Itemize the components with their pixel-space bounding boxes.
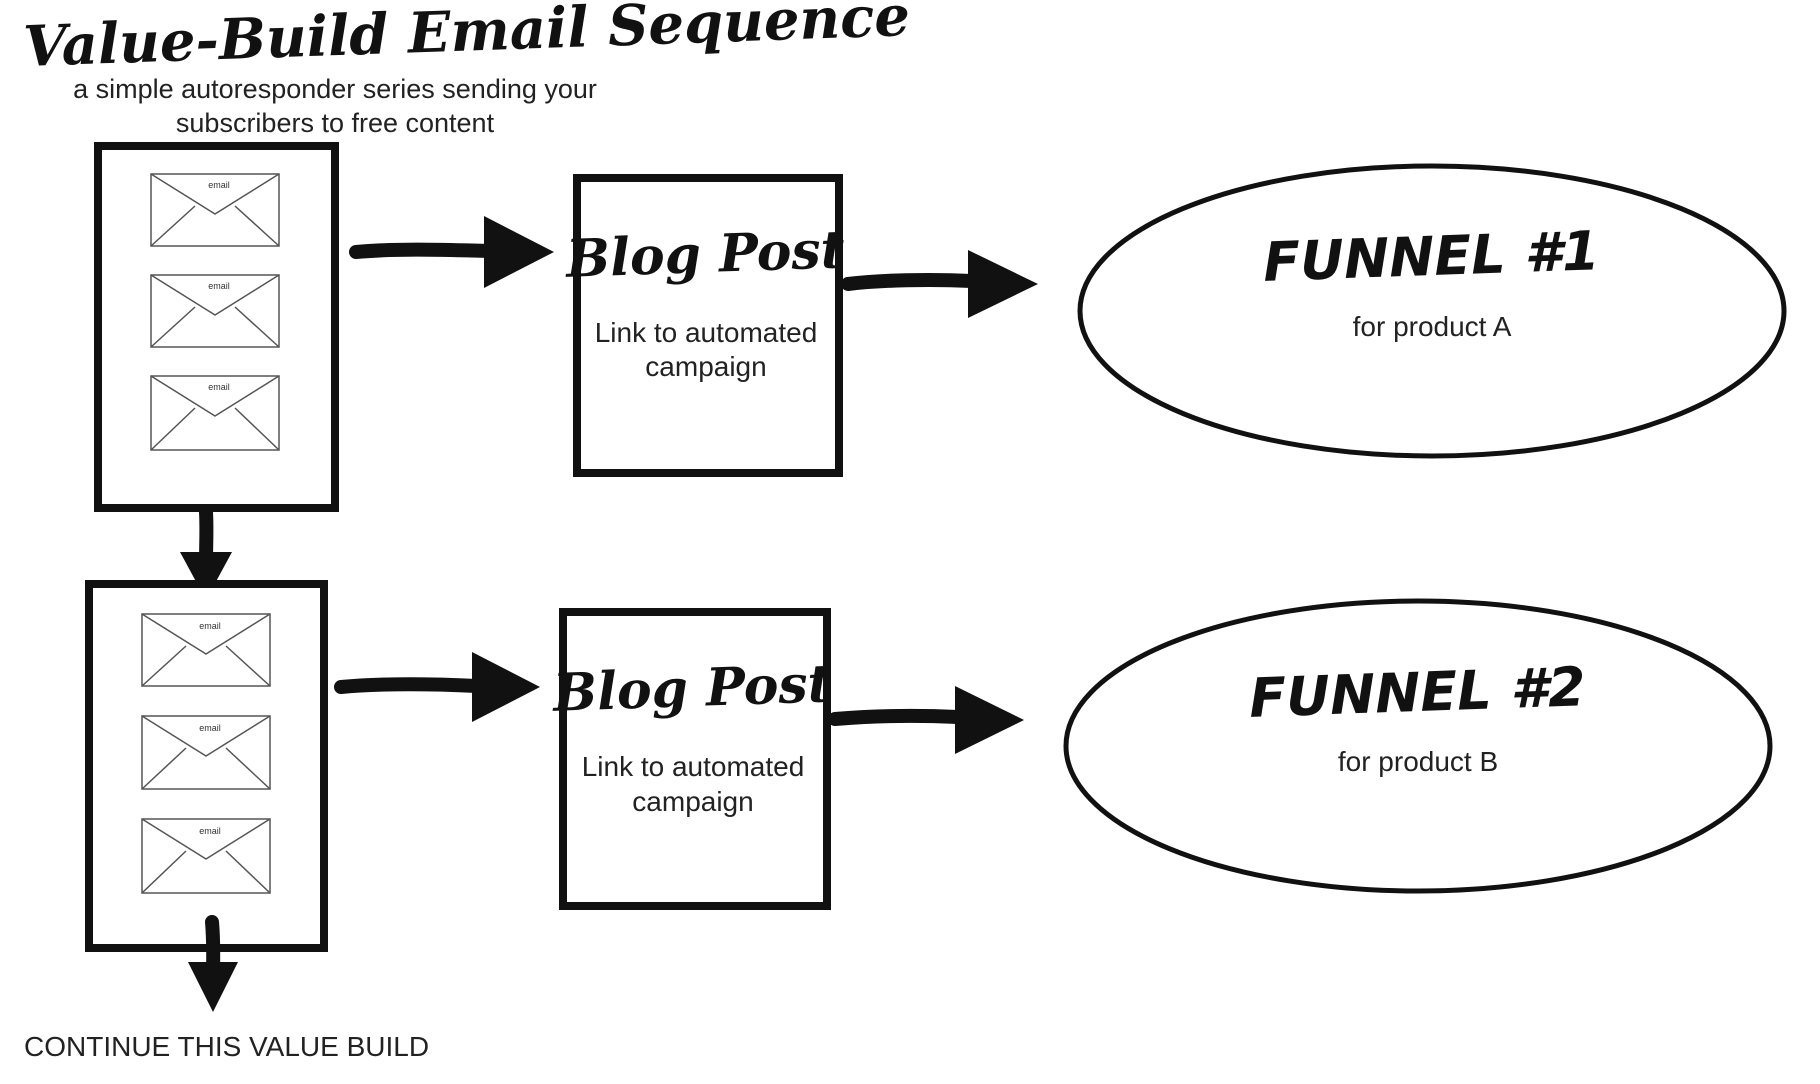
blog-post-text-line-1: Link to automated (595, 317, 818, 348)
blog-post-text-line-2: campaign (632, 786, 753, 817)
envelope-icon: email (141, 818, 271, 894)
page-subtitle-line-1: a simple autoresponder series sending yo… (73, 74, 597, 104)
email-label: email (199, 723, 221, 733)
funnel-2-subtitle: for product B (1338, 746, 1498, 777)
page-title: Value-Build Email Sequence (22, 0, 911, 80)
email-sequence-box-1: email email email (94, 142, 339, 512)
blog-post-box-2: Blog Post Link to automated campaign (550, 608, 833, 910)
blog-post-frame-1 (573, 174, 843, 477)
email-label: email (208, 180, 230, 190)
funnel-1-shape (1077, 163, 1787, 459)
envelope-icon: email (150, 375, 280, 451)
blog-post-title-1: Blog Post (563, 219, 846, 290)
blog-post-text-line-2: campaign (645, 351, 766, 382)
page-subtitle-line-2: subscribers to free content (176, 108, 495, 138)
funnel-2-title: FUNNEL #2 (1248, 655, 1586, 730)
funnel-2-shape (1063, 598, 1773, 894)
arrow-right-icon (841, 250, 1038, 318)
funnel-1: FUNNEL #1 for product A (1077, 163, 1787, 459)
continue-label: CONTINUE THIS VALUE BUILD (24, 1031, 429, 1062)
envelope-icon: email (141, 715, 271, 790)
blog-post-title-2: Blog Post (550, 653, 833, 724)
row-1: email email email (94, 142, 1787, 512)
email-label: email (208, 281, 230, 291)
arrow-down-icon (180, 505, 232, 600)
envelope-icon: email (150, 274, 280, 348)
arrow-down-icon (188, 915, 238, 1012)
funnel-1-title: FUNNEL #1 (1262, 219, 1600, 294)
funnel-1-subtitle: for product A (1353, 311, 1512, 342)
envelope-icon: email (150, 173, 280, 247)
header: Value-Build Email Sequence a simple auto… (22, 0, 911, 138)
blog-post-text-line-1: Link to automated (582, 751, 805, 782)
email-label: email (199, 621, 221, 631)
arrow-right-icon (349, 216, 554, 288)
arrow-right-icon (828, 686, 1024, 754)
envelope-icon: email (141, 613, 271, 687)
email-label: email (199, 826, 221, 836)
arrow-right-icon (334, 652, 540, 722)
email-sequence-box-2: email email email (85, 580, 328, 952)
blog-post-box-1: Blog Post Link to automated campaign (563, 174, 846, 477)
row-2: email email email (85, 580, 1773, 952)
funnel-2: FUNNEL #2 for product B (1063, 598, 1773, 894)
blog-post-frame-2 (559, 608, 831, 910)
email-label: email (208, 382, 230, 392)
